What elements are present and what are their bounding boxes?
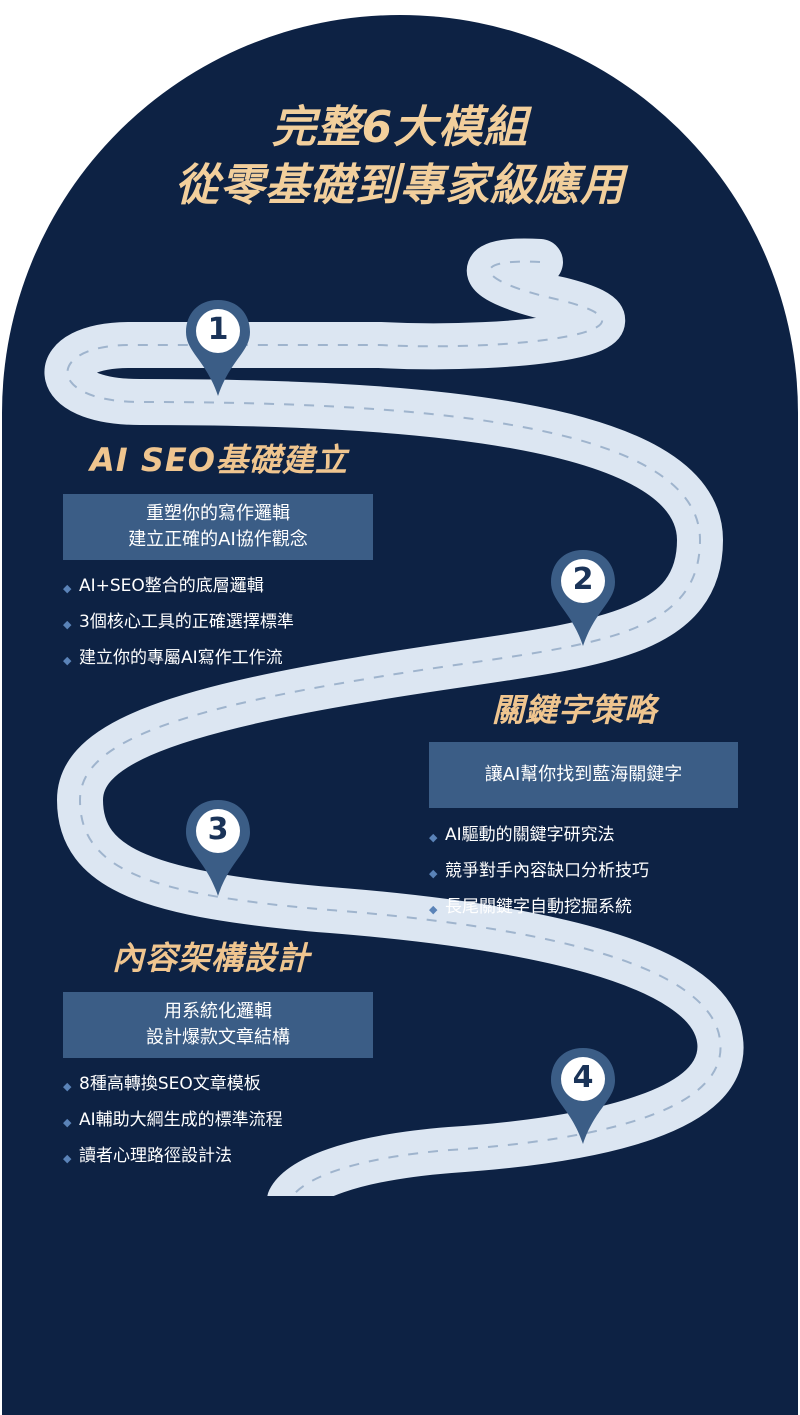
diamond-icon: ◆ bbox=[429, 903, 438, 916]
list-item: ◆8種高轉換SEO文章模板 bbox=[63, 1074, 283, 1110]
module-1-subtitle-line2: 建立正確的AI協作觀念 bbox=[128, 529, 308, 550]
page-title-line2: 從零基礎到專家級應用 bbox=[175, 160, 625, 211]
module-3-number: 3 bbox=[207, 812, 229, 847]
list-item: ◆AI+SEO整合的底層邏輯 bbox=[63, 576, 294, 612]
diamond-icon: ◆ bbox=[429, 867, 438, 880]
module-2-bullets: ◆AI驅動的關鍵字研究法 ◆競爭對手內容缺口分析技巧 ◆長尾關鍵字自動挖掘系統 bbox=[429, 825, 649, 933]
diamond-icon: ◆ bbox=[63, 582, 72, 595]
list-item: ◆AI驅動的關鍵字研究法 bbox=[429, 825, 649, 861]
module-1-subtitle-line1: 重塑你的寫作邏輯 bbox=[146, 503, 290, 524]
list-item: ◆競爭對手內容缺口分析技巧 bbox=[429, 861, 649, 897]
diamond-icon: ◆ bbox=[429, 831, 438, 844]
diamond-icon: ◆ bbox=[63, 1152, 72, 1165]
module-3-marker: 3 bbox=[182, 798, 254, 898]
map-pin-icon bbox=[551, 550, 615, 646]
diamond-icon: ◆ bbox=[63, 1080, 72, 1093]
diamond-icon: ◆ bbox=[63, 1116, 72, 1129]
module-3-subtitle-line1: 用系統化邏輯 bbox=[164, 1001, 272, 1022]
page-title-line1: 完整6大模組 bbox=[271, 102, 529, 153]
module-1-title: AI SEO基礎建立 bbox=[90, 441, 348, 479]
map-pin-icon bbox=[551, 1048, 615, 1144]
module-1-bullets: ◆AI+SEO整合的底層邏輯 ◆3個核心工具的正確選擇標準 ◆建立你的專屬AI寫… bbox=[63, 576, 294, 684]
list-item: ◆建立你的專屬AI寫作工作流 bbox=[63, 648, 294, 684]
module-3-bullets: ◆8種高轉換SEO文章模板 ◆AI輔助大綱生成的標準流程 ◆讀者心理路徑設計法 bbox=[63, 1074, 283, 1182]
list-item: ◆AI輔助大綱生成的標準流程 bbox=[63, 1110, 283, 1146]
module-1-number: 1 bbox=[207, 312, 229, 347]
map-pin-icon bbox=[186, 800, 250, 896]
diamond-icon: ◆ bbox=[63, 618, 72, 631]
module-3-subtitle-line2: 設計爆款文章結構 bbox=[146, 1027, 290, 1048]
module-2-number: 2 bbox=[572, 562, 594, 597]
map-pin-icon bbox=[186, 300, 250, 396]
module-3-title: 內容架構設計 bbox=[112, 939, 311, 977]
list-item: ◆3個核心工具的正確選擇標準 bbox=[63, 612, 294, 648]
diamond-icon: ◆ bbox=[63, 654, 72, 667]
module-2-subtitle-box: 讓AI幫你找到藍海關鍵字 bbox=[429, 742, 738, 808]
module-2-marker: 2 bbox=[547, 548, 619, 648]
list-item: ◆長尾關鍵字自動挖掘系統 bbox=[429, 897, 649, 933]
module-3-subtitle-box: 用系統化邏輯 設計爆款文章結構 bbox=[63, 992, 373, 1058]
module-1-marker: 1 bbox=[182, 298, 254, 398]
module-2-title: 關鍵字策略 bbox=[492, 691, 658, 729]
list-item: ◆讀者心理路徑設計法 bbox=[63, 1146, 283, 1182]
module-4-marker: 4 bbox=[547, 1046, 619, 1146]
module-4-number: 4 bbox=[572, 1060, 594, 1095]
winding-road bbox=[44, 238, 744, 1196]
module-2-subtitle-line1: 讓AI幫你找到藍海關鍵字 bbox=[484, 764, 683, 785]
module-1-subtitle-box: 重塑你的寫作邏輯 建立正確的AI協作觀念 bbox=[63, 494, 373, 560]
